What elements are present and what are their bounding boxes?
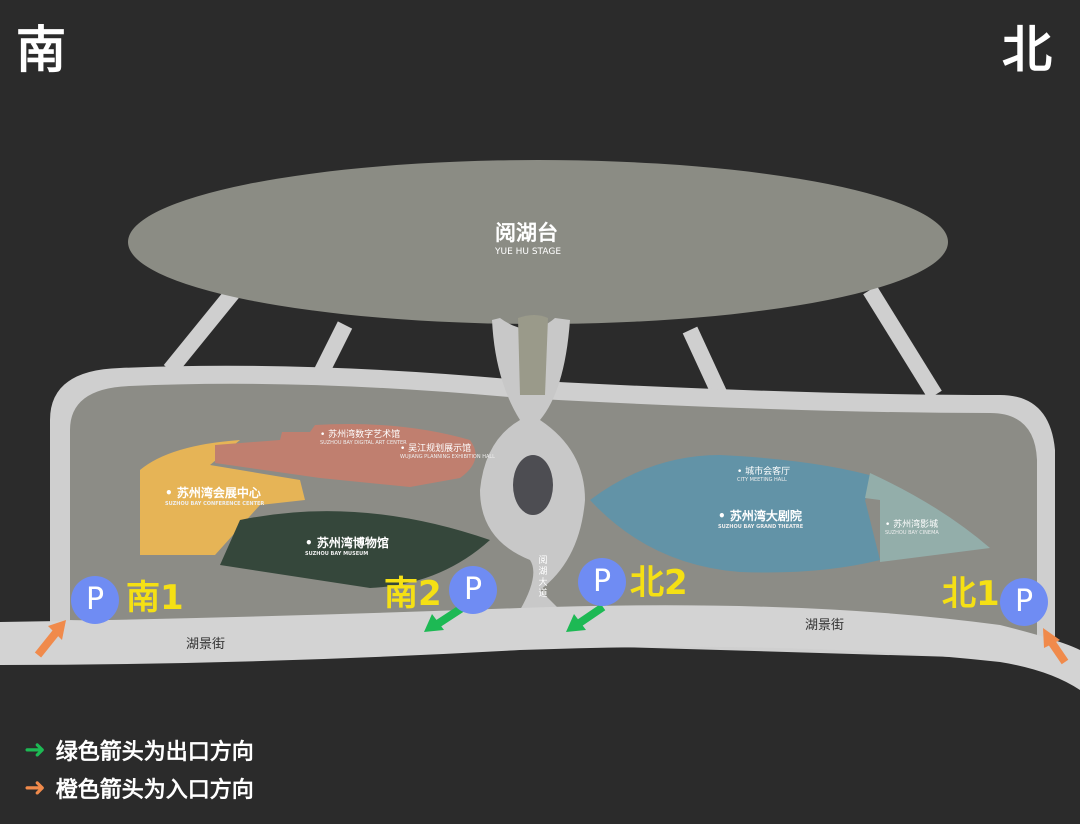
name: 苏州湾博物馆 [316, 536, 389, 550]
entry-arrow-south1 [34, 620, 66, 658]
name-en: SUZHOU BAY DIGITAL ART CENTER [320, 440, 407, 446]
south-direction-label: 南 [16, 21, 66, 79]
building-cinema [865, 473, 990, 562]
name: 城市会客厅 [745, 467, 791, 477]
legend-text: 橙色箭头为入口方向 [55, 778, 254, 803]
avenue-char: 湖 [538, 567, 548, 577]
name-en: CITY MEETING HALL [737, 477, 787, 483]
parking-icon-south2[interactable]: P [449, 566, 497, 614]
parking-label-south2: 南2 [384, 574, 442, 614]
building-museum [220, 511, 490, 588]
legend-entry: ➜ 橙色箭头为入口方向 [24, 772, 254, 804]
avenue-char: 阅 [538, 556, 548, 566]
building-conference-center [140, 440, 305, 555]
orange-arrow-icon: ➜ [24, 773, 46, 803]
name-en: SUZHOU BAY GRAND THEATRE [718, 524, 804, 530]
parking-icon-north2[interactable]: P [578, 558, 626, 606]
legend-exit: ➜ 绿色箭头为出口方向 [24, 734, 254, 766]
hujing-street [0, 605, 1080, 690]
name-en: SUZHOU BAY CONFERENCE CENTER [165, 501, 265, 507]
street-label-north: 湖景街 [805, 618, 845, 633]
name: 苏州湾大剧院 [729, 509, 802, 523]
north-direction-label: 北 [1002, 21, 1052, 79]
parking-label-south1: 南1 [126, 578, 184, 618]
exit-arrow-south2 [424, 604, 465, 632]
parking-label-north1: 北1 [942, 574, 1000, 614]
name: 吴江规划展示馆 [408, 444, 472, 454]
name: 苏州湾影城 [893, 520, 939, 530]
avenue-char: 大 [538, 578, 548, 588]
name-en: WUJIANG PLANNING EXHIBITION HALL [400, 454, 495, 460]
stage-name: 阅湖台 [495, 221, 558, 245]
access-paths [163, 284, 942, 400]
name-en: SUZHOU BAY CINEMA [885, 530, 939, 536]
parking-icon-south1[interactable]: P [71, 576, 119, 624]
avenue-char: 道 [538, 589, 548, 599]
building-grand-theatre [590, 455, 880, 573]
parking-icon-north1[interactable]: P [1000, 578, 1048, 626]
parking-label-north2: 北2 [630, 563, 688, 603]
green-arrow-icon: ➜ [24, 735, 46, 765]
avenue-center [513, 455, 553, 515]
avenue-label: 阅湖大道 [538, 556, 548, 600]
name: 苏州湾会展中心 [176, 486, 261, 500]
exit-arrow-north2 [566, 603, 606, 632]
building-digital-art [215, 424, 476, 487]
name-en: SUZHOU BAY MUSEUM [305, 551, 369, 557]
entry-arrow-north1 [1043, 628, 1069, 665]
street-label-south: 湖景街 [186, 637, 226, 652]
yuehu-stage [128, 160, 948, 324]
avenue-bridge [518, 315, 548, 395]
stage-name-en: YUE HU STAGE [495, 247, 562, 257]
legend-text: 绿色箭头为出口方向 [55, 740, 254, 765]
name: 苏州湾数字艺术馆 [328, 430, 401, 440]
